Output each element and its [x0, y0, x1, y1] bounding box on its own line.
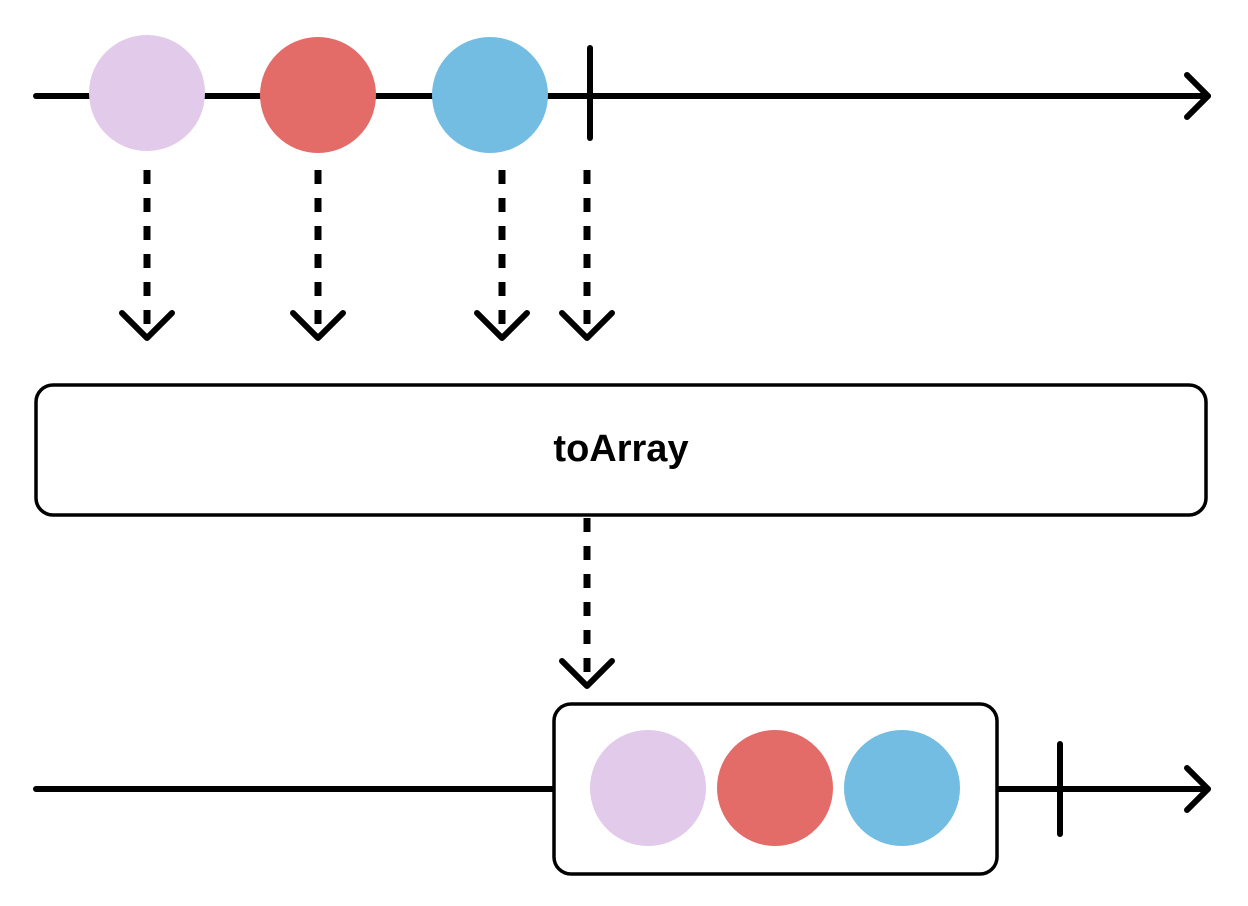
completion-arrow [559, 170, 615, 341]
input-timeline-arrowhead [1184, 72, 1211, 120]
operator-label: toArray [553, 428, 688, 470]
input-marble-1 [89, 35, 205, 151]
output-array-emission [552, 702, 999, 876]
emission-arrow-1 [119, 170, 175, 341]
input-timeline [33, 72, 1211, 120]
input-marbles [89, 35, 548, 153]
emission-arrow-3 [474, 170, 530, 341]
input-marble-2 [260, 37, 376, 153]
output-timeline-arrowhead [1184, 765, 1211, 813]
operator-box: toArray [34, 383, 1208, 517]
array-marble-1 [590, 730, 706, 846]
input-marble-3 [432, 37, 548, 153]
emission-arrow-2 [290, 170, 346, 341]
array-marble-3 [844, 730, 960, 846]
operator-to-output-arrow [559, 518, 615, 689]
output-timeline [33, 765, 1211, 813]
array-marble-2 [717, 730, 833, 846]
input-to-operator-arrows [119, 170, 615, 341]
